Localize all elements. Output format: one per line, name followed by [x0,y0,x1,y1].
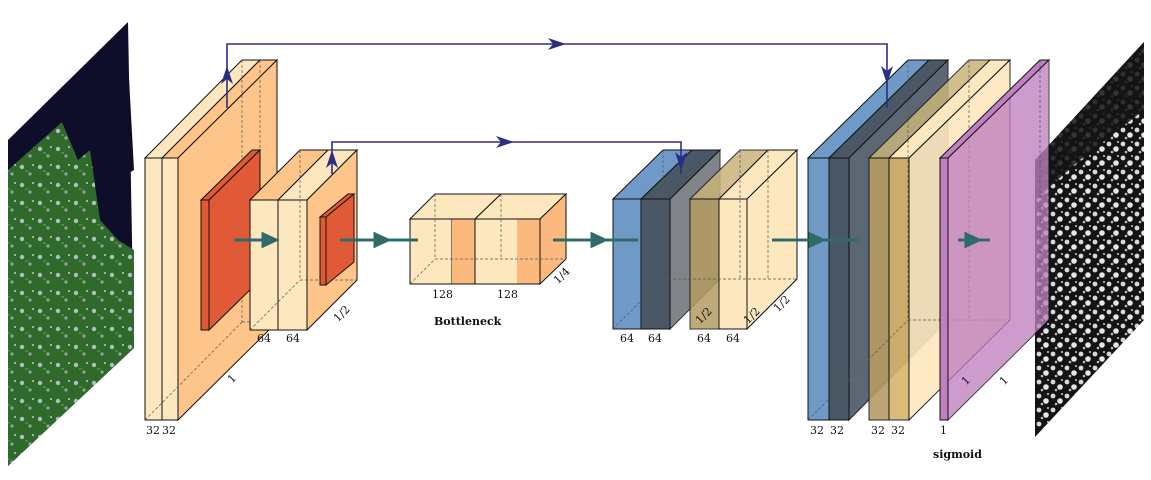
sigmoid-output-layer [938,58,1051,422]
skip-connection-inner [331,141,682,174]
output-mask-image [1035,42,1144,437]
label-dec1-a: 32 [810,424,824,437]
skip-connections [221,38,893,174]
caption-bottleneck: Bottleneck [434,315,502,328]
label-bott-a: 128 [432,288,453,301]
skip-connection-outer [226,43,888,108]
flow-arrows [234,231,990,249]
flow-arrow-head [373,231,392,249]
flow-arrow-head [964,231,983,249]
label-enc1-b: 32 [162,424,176,437]
decoder-block-2 [611,148,799,331]
flow-arrow-head [261,231,280,249]
label-enc1-scale: 1 [225,372,239,386]
bottleneck-block [408,192,568,286]
label-bott-b: 128 [497,288,518,301]
input-satellite-image [8,22,134,466]
label-enc1-a: 32 [146,424,160,437]
label-dec1-scale-2: 1 [997,374,1011,388]
label-dec1-d: 32 [891,424,905,437]
flow-arrow-head [590,231,609,249]
flow-arrow-head [808,231,827,249]
label-dec2-c: 64 [697,332,711,345]
label-output-channels: 1 [940,424,947,437]
caption-sigmoid: sigmoid [933,448,982,461]
label-enc2-b: 64 [286,332,300,345]
label-dec1-c: 32 [871,424,885,437]
label-enc2-scale: 1/2 [331,303,353,325]
label-dec2-b: 64 [648,332,662,345]
label-enc2-a: 64 [257,332,271,345]
label-dec2-d: 64 [726,332,740,345]
label-dec2-a: 64 [620,332,634,345]
label-dec1-b: 32 [830,424,844,437]
